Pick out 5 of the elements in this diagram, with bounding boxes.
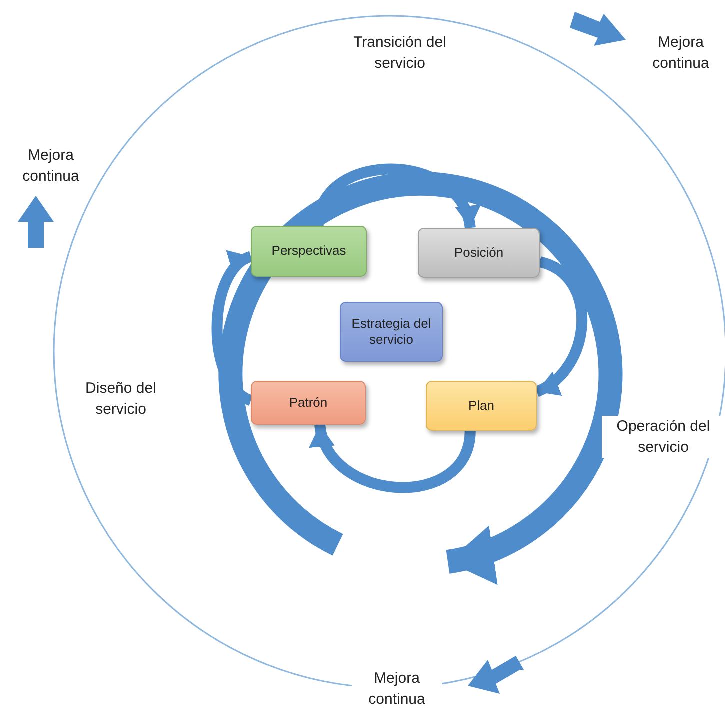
process-box: Plan	[426, 381, 537, 431]
process-box: Perspectivas	[251, 226, 367, 277]
process-box: Posición	[418, 228, 540, 278]
process-box: Estrategia del servicio	[340, 302, 443, 362]
process-box: Patrón	[251, 381, 366, 425]
